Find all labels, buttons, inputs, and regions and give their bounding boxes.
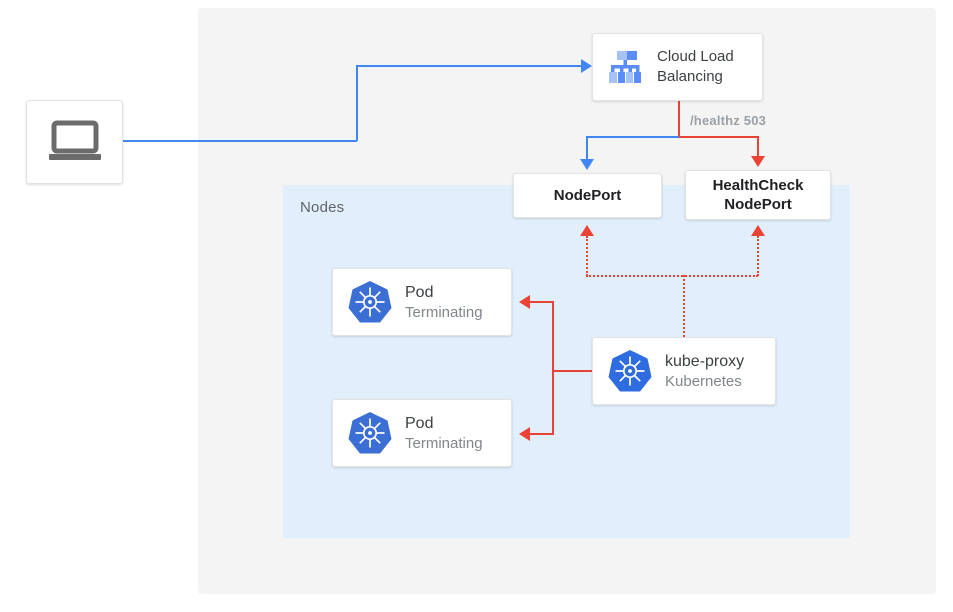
edge-kubeproxy-dotted-bus	[586, 275, 758, 277]
edge-kubeproxy-dotted-vertical	[683, 275, 685, 337]
cloud-load-balancing-title-line1: Cloud Load	[657, 48, 734, 66]
edge-dotted-to-nodeport	[586, 236, 588, 276]
edge-lb-to-nodeport-vertical	[586, 136, 588, 161]
edge-lb-to-nodeport-horizontal	[587, 136, 679, 138]
edge-client-to-lb-horizontal-high	[356, 65, 582, 67]
edge-healthz-to-hc-horizontal	[678, 136, 759, 138]
arrow-into-pod-2	[519, 427, 530, 441]
nodeport-label: NodePort	[553, 186, 622, 204]
arrow-into-load-balancer	[581, 59, 592, 73]
kube-proxy-card: kube-proxy Kubernetes	[592, 337, 776, 405]
client-laptop-card	[26, 100, 123, 184]
kube-proxy-subtitle: Kubernetes	[665, 372, 742, 390]
healthcheck-nodeport-label-line2: NodePort	[724, 196, 792, 213]
kubernetes-icon	[607, 348, 653, 394]
pod-card-2: Pod Terminating	[332, 399, 512, 467]
edge-to-pod-2	[530, 433, 554, 435]
pod-1-status: Terminating	[405, 303, 483, 321]
arrow-into-pod-1	[519, 295, 530, 309]
edge-kubeproxy-to-pods-stem	[553, 370, 594, 372]
healthcheck-nodeport-text: HealthCheck NodePort	[713, 176, 804, 215]
edge-client-to-lb-vertical	[356, 65, 358, 141]
edge-healthz-to-hc-vertical	[757, 136, 759, 158]
healthz-edge-label: /healthz 503	[690, 113, 767, 128]
kubernetes-icon	[347, 410, 393, 456]
nodeport-card: NodePort	[513, 173, 662, 218]
arrow-into-nodeport	[580, 159, 594, 170]
pod-2-text: Pod Terminating	[405, 413, 483, 454]
edge-client-to-lb-horizontal-low	[123, 140, 357, 142]
arrow-dotted-into-healthcheck-nodeport	[751, 225, 765, 236]
cloud-load-balancing-icon	[603, 45, 647, 89]
nodes-region-label: Nodes	[300, 199, 345, 216]
edge-dotted-to-healthcheck-nodeport	[757, 236, 759, 276]
pod-1-title: Pod	[405, 283, 434, 301]
edge-kubeproxy-to-pods-riser	[552, 301, 554, 434]
healthcheck-nodeport-card: HealthCheck NodePort	[685, 170, 831, 220]
edge-lb-healthz-vertical	[678, 101, 680, 138]
kube-proxy-title: kube-proxy	[665, 352, 745, 370]
arrow-into-healthcheck-nodeport	[751, 156, 765, 167]
pod-card-1: Pod Terminating	[332, 268, 512, 336]
kubernetes-icon	[347, 279, 393, 325]
kube-proxy-text: kube-proxy Kubernetes	[665, 351, 744, 392]
cloud-load-balancing-title-line2: Balancing	[657, 68, 723, 85]
healthcheck-nodeport-label-line1: HealthCheck	[712, 176, 804, 194]
pod-2-status: Terminating	[405, 434, 483, 452]
arrow-dotted-into-nodeport	[580, 225, 594, 236]
cloud-load-balancing-text: Cloud Load Balancing	[657, 47, 734, 87]
edge-to-pod-1	[530, 301, 554, 303]
cloud-load-balancing-card: Cloud Load Balancing	[592, 33, 763, 101]
laptop-icon	[47, 120, 103, 164]
pod-2-title: Pod	[405, 414, 434, 432]
pod-1-text: Pod Terminating	[405, 282, 483, 323]
